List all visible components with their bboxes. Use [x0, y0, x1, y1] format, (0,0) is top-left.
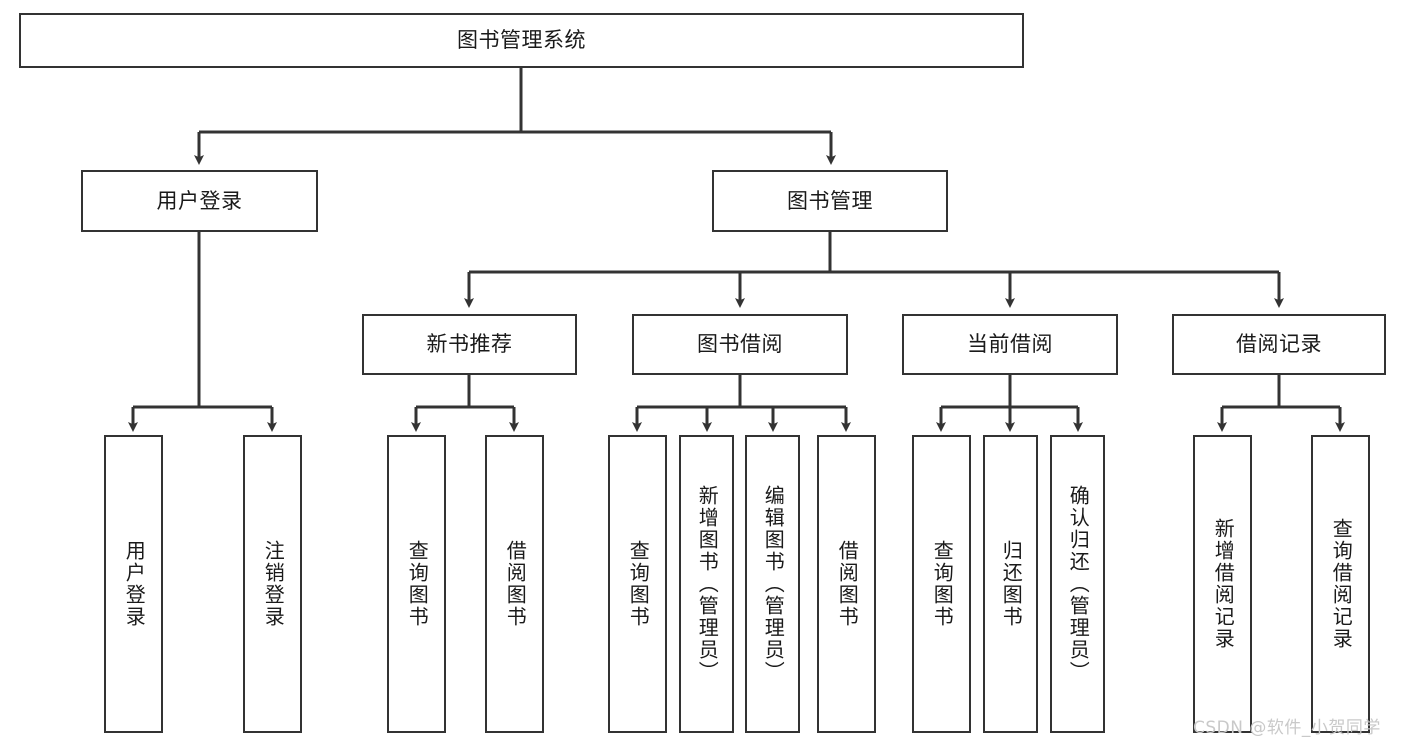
node-borrow-record[interactable]: 借阅记录 — [1172, 314, 1386, 375]
leaf-confirm-return[interactable]: 确认归还（管理员） — [1050, 435, 1105, 733]
node-book-borrow[interactable]: 图书借阅 — [632, 314, 848, 375]
node-label: 查询图书 — [626, 540, 651, 628]
node-user-login[interactable]: 用户登录 — [81, 170, 318, 232]
node-label: 借阅图书 — [835, 540, 860, 628]
node-label: 借阅记录 — [1236, 332, 1322, 357]
node-label: 注销登录 — [261, 540, 286, 628]
node-label: 新书推荐 — [426, 332, 513, 357]
leaf-query-borrow-record[interactable]: 查询借阅记录 — [1311, 435, 1370, 733]
node-label: 当前借阅 — [967, 332, 1053, 357]
leaf-borrow-book[interactable]: 借阅图书 — [817, 435, 876, 733]
node-label: 查询图书 — [930, 540, 955, 628]
leaf-query-book-borrow[interactable]: 查询图书 — [608, 435, 667, 733]
leaf-query-book-current[interactable]: 查询图书 — [912, 435, 971, 733]
leaf-add-borrow-record[interactable]: 新增借阅记录 — [1193, 435, 1252, 733]
node-label: 图书借阅 — [697, 332, 783, 357]
node-label: 查询借阅记录 — [1329, 518, 1354, 650]
node-label: 新增图书（管理员） — [695, 485, 720, 683]
node-label: 借阅图书 — [503, 540, 528, 628]
leaf-add-book[interactable]: 新增图书（管理员） — [679, 435, 734, 733]
node-label: 图书管理系统 — [457, 28, 586, 53]
node-label: 新增借阅记录 — [1211, 518, 1236, 650]
node-root-book-management-system[interactable]: 图书管理系统 — [19, 13, 1024, 68]
leaf-user-login[interactable]: 用户登录 — [104, 435, 163, 733]
node-label: 图书管理 — [787, 188, 873, 213]
leaf-return-book[interactable]: 归还图书 — [983, 435, 1038, 733]
node-book-management[interactable]: 图书管理 — [712, 170, 948, 232]
node-label: 用户登录 — [122, 540, 147, 628]
node-label: 归还图书 — [999, 540, 1024, 628]
node-label: 确认归还（管理员） — [1066, 485, 1091, 683]
leaf-logout-login[interactable]: 注销登录 — [243, 435, 302, 733]
leaf-query-book-recommend[interactable]: 查询图书 — [387, 435, 446, 733]
csdn-watermark: CSDN @软件_小贺同学 — [1193, 718, 1381, 738]
node-current-borrow[interactable]: 当前借阅 — [902, 314, 1118, 375]
node-label: 编辑图书（管理员） — [761, 485, 786, 683]
node-label: 用户登录 — [156, 188, 243, 213]
node-label: 查询图书 — [405, 540, 430, 628]
leaf-borrow-book-recommend[interactable]: 借阅图书 — [485, 435, 544, 733]
leaf-edit-book[interactable]: 编辑图书（管理员） — [745, 435, 800, 733]
node-new-book-recommend[interactable]: 新书推荐 — [362, 314, 577, 375]
